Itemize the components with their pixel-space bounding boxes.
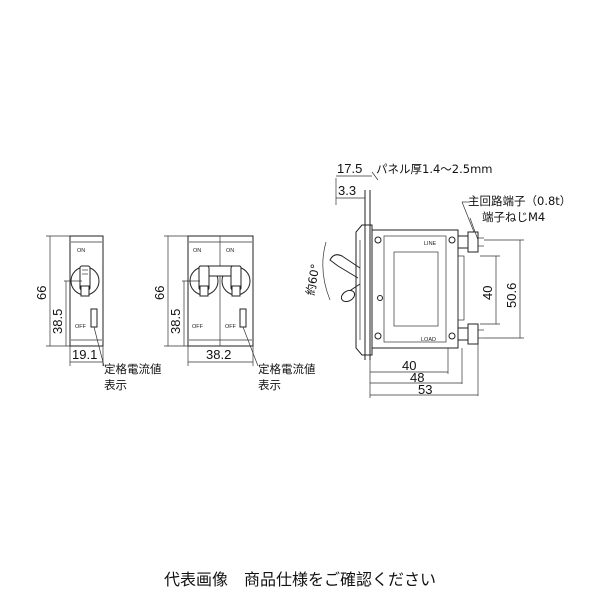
side-dim-50-6: 50.6	[504, 283, 519, 308]
middle-dim-66: 66	[152, 286, 167, 300]
side-dim-3-3: 3.3	[338, 183, 356, 198]
left-body	[69, 235, 104, 347]
middle-off-label-1: OFF	[192, 324, 204, 330]
left-rating-label: 定格電流値	[104, 362, 162, 376]
middle-front-view: ON ON OFF OFF 66 38.5 38.2 定格電流値 表示	[152, 235, 316, 392]
side-panel-thickness: パネル厚1.4～2.5mm	[376, 162, 492, 176]
side-line-label: LINE	[424, 241, 437, 247]
side-dim-53: 53	[418, 382, 432, 397]
side-view: 17.5 3.3 パネル厚1.4～2.5mm 約60° LINE LOAD	[303, 161, 571, 398]
left-dim-19-1: 19.1	[72, 347, 97, 362]
left-dim-38-5: 38.5	[50, 309, 65, 334]
side-dim-40-vertical: 40	[480, 286, 495, 300]
side-angle-label: 約60°	[303, 263, 322, 297]
middle-toggle-icon	[189, 265, 251, 297]
left-rating-label-2: 表示	[104, 378, 127, 392]
caption: 代表画像 商品仕様をご確認ください	[164, 570, 436, 589]
middle-rating-window	[239, 308, 247, 328]
middle-rating-label: 定格電流値	[258, 362, 316, 376]
left-on-label: ON	[77, 248, 85, 254]
middle-on-label-1: ON	[193, 248, 201, 254]
middle-dim-38-2: 38.2	[206, 347, 231, 362]
side-dim-48: 48	[410, 370, 424, 385]
side-terminal-screw: 端子ねじM4	[482, 210, 545, 224]
terminal-screw-icon	[457, 231, 484, 345]
left-rating-window	[90, 308, 98, 328]
side-dim-40-horizontal: 40	[402, 358, 416, 373]
side-load-label: LOAD	[421, 337, 436, 343]
left-off-label: OFF	[75, 324, 87, 330]
middle-rating-label-2: 表示	[258, 378, 281, 392]
middle-on-label-2: ON	[226, 248, 234, 254]
left-front-view: ON OFF 66 38.5 19.1 定格電流値 表示	[34, 235, 162, 392]
side-handle-icon	[322, 241, 361, 303]
side-dim-17-5: 17.5	[337, 161, 362, 176]
middle-dim-38-5: 38.5	[168, 309, 183, 334]
side-bezel	[355, 224, 373, 356]
middle-off-label-2: OFF	[225, 324, 237, 330]
middle-body	[187, 235, 254, 347]
left-dim-66: 66	[34, 286, 49, 300]
side-body	[371, 229, 459, 349]
side-main-terminal: 主回路端子（0.8t）	[468, 194, 571, 208]
